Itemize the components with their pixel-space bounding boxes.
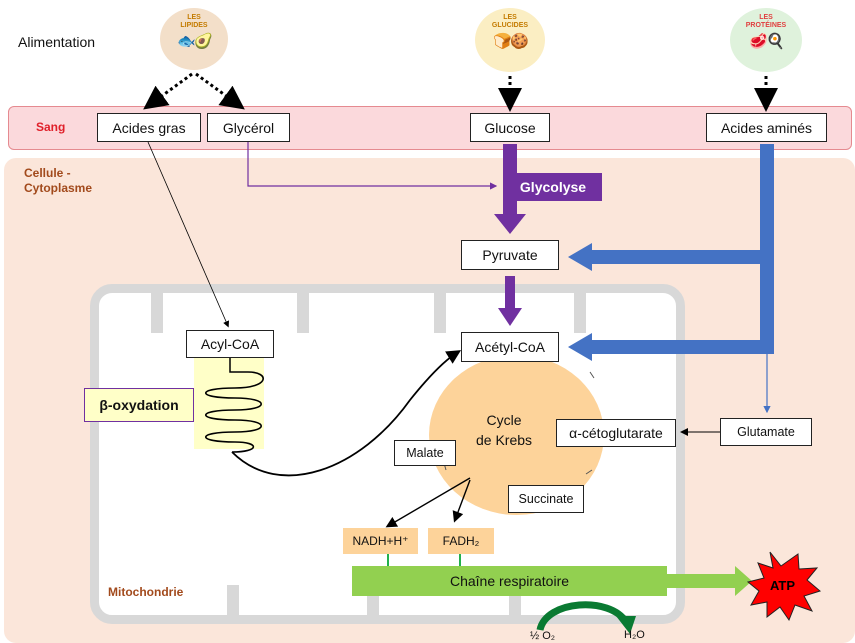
malate-box: Malate	[394, 440, 456, 466]
glucose-to-pyruvate-arrowhead	[494, 214, 526, 234]
amino-to-pyruvate-bar	[590, 250, 774, 264]
pyruvate-to-acetyl-arrowhead	[498, 308, 522, 326]
amino-acids-box: Acides aminés	[706, 113, 827, 142]
beta-to-acetyl-curve	[231, 350, 462, 477]
alimentation-label: Alimentation	[18, 34, 96, 50]
krebs-to-nadh-arrow	[385, 477, 471, 528]
respiratory-chain-bar: Chaîne respiratoire	[352, 566, 667, 596]
crista	[297, 293, 309, 333]
chain-to-atp-arrowhead	[735, 566, 752, 596]
fadh2-box: FADH₂	[428, 528, 494, 554]
lipids-title: LES LIPIDES	[180, 14, 208, 29]
proteins-title: LES PROTÉINES	[745, 14, 787, 29]
krebs-cycle-label: Cycle de Krebs	[476, 412, 533, 448]
meat-egg-icon: 🥩🍳	[749, 33, 784, 50]
beta-oxidation-coil	[204, 371, 264, 453]
acyl-coa-box: Acyl-CoA	[186, 330, 274, 358]
chain-to-atp-bar	[667, 574, 737, 588]
glycerol-to-glycolysis-arrow	[247, 142, 498, 190]
mitochondria-label: Mitochondrie	[108, 585, 184, 599]
crista	[574, 293, 586, 333]
lipids-to-fatty-acids-arrow	[143, 72, 193, 110]
fatty-acids-box: Acides gras	[97, 113, 201, 142]
carbs-food-icon: LES GLUCIDES 🍞🍪	[475, 8, 545, 72]
amino-to-acetyl-bar	[590, 340, 774, 354]
carbs-title: LES GLUCIDES	[491, 14, 529, 29]
avocado-icon: 🐟🥑	[177, 33, 212, 50]
succinate-box: Succinate	[508, 485, 584, 513]
lipids-to-glycerol-arrow	[195, 72, 245, 110]
amino-to-acetyl-arrowhead	[568, 333, 592, 361]
sang-label: Sang	[36, 120, 66, 134]
beta-oxidation-box: β-oxydation	[84, 388, 194, 422]
amino-vertical-bar	[760, 144, 774, 344]
pyruvate-box: Pyruvate	[461, 240, 559, 270]
crista	[434, 293, 446, 333]
acetyl-coa-box: Acétyl-CoA	[461, 332, 559, 362]
water-label: H₂O	[624, 629, 645, 641]
glycerol-box: Glycérol	[207, 113, 290, 142]
lipids-food-icon: LES LIPIDES 🐟🥑	[160, 8, 228, 70]
amino-to-pyruvate-arrowhead	[568, 243, 592, 271]
proteins-food-icon: LES PROTÉINES 🥩🍳	[730, 8, 802, 72]
cytoplasm-label: Cellule - Cytoplasme	[24, 166, 93, 195]
o2-to-h2o-arrowhead	[616, 616, 636, 634]
atp-label: ATP	[770, 578, 796, 593]
pyruvate-down-bar	[505, 276, 515, 310]
bread-icon: 🍞🍪	[493, 33, 528, 50]
crista	[151, 293, 163, 333]
glutamate-box: Glutamate	[720, 418, 812, 446]
fatty-acids-to-acyl-arrow	[147, 141, 230, 328]
atp-burst	[746, 551, 822, 622]
glycolysis-box: Glycolyse	[504, 173, 602, 201]
nadh-box: NADH+H⁺	[343, 528, 418, 554]
o2-to-h2o-arrow	[536, 601, 629, 632]
krebs-to-fadh2-arrow	[452, 479, 471, 523]
oxygen-label: ½ O₂	[530, 630, 556, 642]
alpha-cetoglutarate-box: α-cétoglutarate	[556, 419, 676, 447]
glucose-box: Glucose	[470, 113, 550, 142]
acyl-to-coil-connector	[229, 358, 248, 373]
crista	[227, 585, 239, 615]
